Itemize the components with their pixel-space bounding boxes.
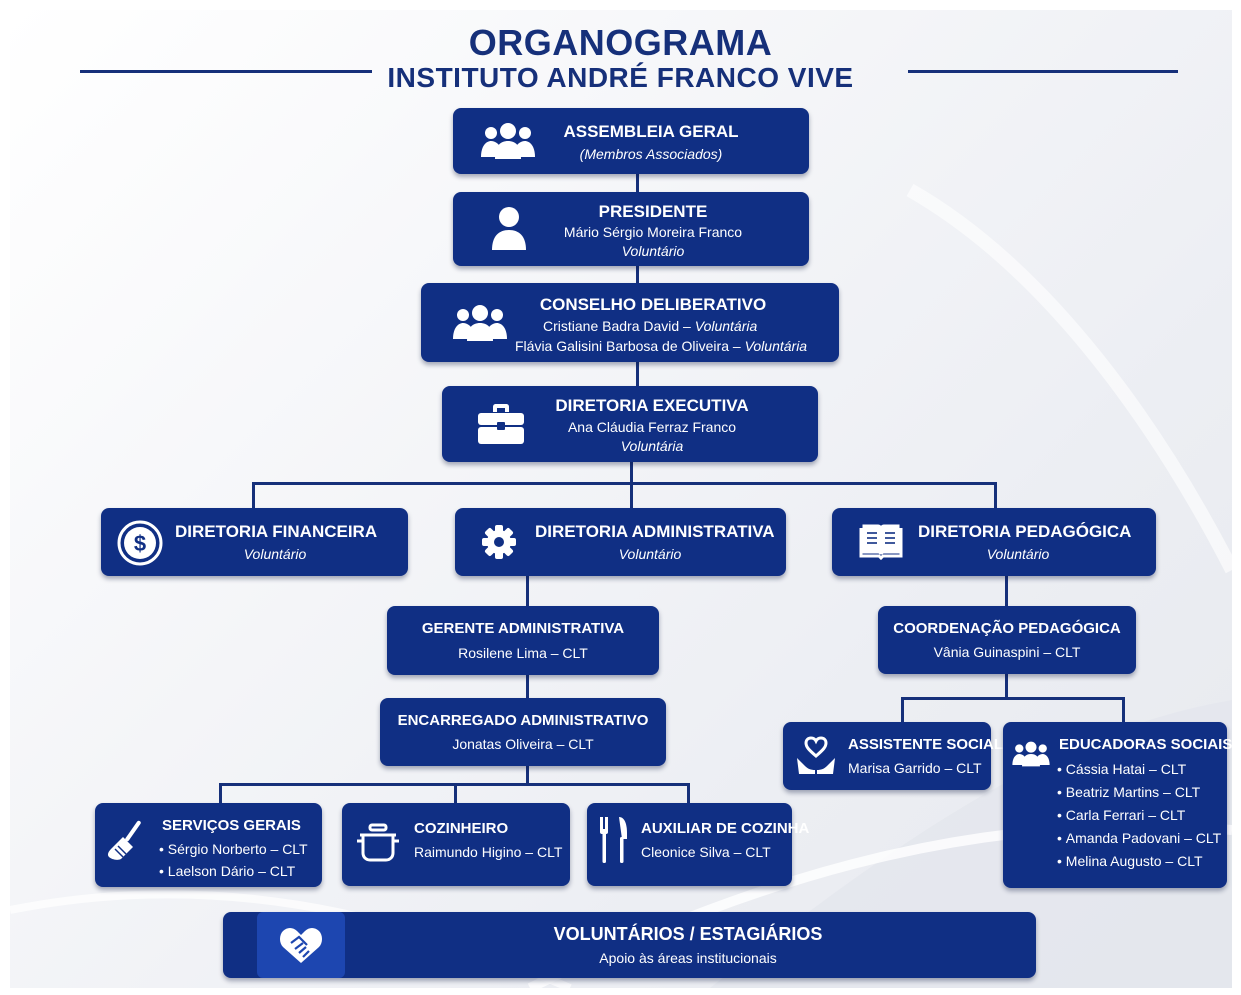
node-title: AUXILIAR DE COZINHA bbox=[641, 820, 810, 837]
member-name: Carla Ferrari – CLT bbox=[1057, 807, 1186, 823]
gear-icon bbox=[481, 524, 517, 560]
node-title: COZINHEIRO bbox=[414, 820, 509, 837]
connector-line bbox=[1005, 575, 1008, 607]
connector-line bbox=[252, 482, 255, 510]
node-name: Mário Sérgio Moreira Franco bbox=[563, 224, 743, 240]
node-role: Voluntário bbox=[618, 546, 682, 562]
node-subtitle: (Membros Associados) bbox=[579, 146, 723, 162]
node-name: Ana Cláudia Ferraz Franco bbox=[567, 419, 737, 435]
connector-line bbox=[630, 482, 633, 510]
connector-line bbox=[454, 783, 457, 805]
node-name: Jonatas Oliveira – CLT bbox=[452, 736, 594, 752]
connector-line bbox=[636, 264, 639, 284]
node-encarregado-administrativo: ENCARREGADO ADMINISTRATIVO Jonatas Olive… bbox=[380, 698, 666, 766]
node-name: Marisa Garrido – CLT bbox=[848, 760, 982, 776]
node-servicos-gerais: SERVIÇOS GERAIS Sérgio Norberto – CLT La… bbox=[95, 803, 322, 887]
node-title: EDUCADORAS SOCIAIS bbox=[1059, 736, 1233, 753]
connector-line bbox=[526, 674, 529, 699]
node-title: SERVIÇOS GERAIS bbox=[162, 817, 301, 834]
connector-line bbox=[1122, 697, 1125, 723]
node-title: COORDENAÇÃO PEDAGÓGICA bbox=[893, 620, 1121, 637]
node-name: Vânia Guinaspini – CLT bbox=[933, 644, 1081, 660]
briefcase-icon bbox=[478, 404, 524, 444]
node-title: DIRETORIA EXECUTIVA bbox=[555, 396, 749, 415]
node-title: CONSELHO DELIBERATIVO bbox=[539, 295, 767, 314]
connector-line bbox=[219, 783, 222, 805]
connector-line bbox=[1005, 674, 1008, 699]
person-icon bbox=[491, 206, 527, 250]
separator: – bbox=[679, 318, 695, 334]
member-name: Sérgio Norberto – CLT bbox=[159, 841, 308, 857]
utensils-icon bbox=[599, 817, 629, 863]
node-subtitle: Apoio às áreas institucionais bbox=[599, 950, 777, 966]
member-role: Voluntária bbox=[694, 318, 758, 334]
node-title: DIRETORIA FINANCEIRA bbox=[175, 522, 378, 541]
connector-line bbox=[636, 360, 639, 386]
member-role: Voluntária bbox=[744, 338, 808, 354]
member-line: Cristiane Badra David – Voluntária bbox=[543, 318, 757, 334]
connector-line bbox=[901, 697, 1125, 700]
connector-line bbox=[526, 575, 529, 607]
page-title: ORGANOGRAMA bbox=[468, 22, 773, 63]
node-diretoria-pedagogica: DIRETORIA PEDAGÓGICA Voluntário bbox=[832, 508, 1156, 576]
node-presidente: PRESIDENTE Mário Sérgio Moreira Franco V… bbox=[453, 192, 809, 266]
connector-line bbox=[526, 765, 529, 785]
dollar-icon: $ bbox=[117, 520, 163, 566]
node-assistente-social: ASSISTENTE SOCIAL Marisa Garrido – CLT bbox=[783, 722, 1003, 790]
node-title: ASSEMBLEIA GERAL bbox=[563, 122, 739, 141]
node-title: VOLUNTÁRIOS / ESTAGIÁRIOS bbox=[553, 924, 823, 944]
node-coordenacao-pedagogica: COORDENAÇÃO PEDAGÓGICA Vânia Guinaspini … bbox=[878, 606, 1136, 674]
member-name: Cássia Hatai – CLT bbox=[1057, 761, 1186, 777]
book-icon bbox=[858, 524, 904, 560]
node-title: GERENTE ADMINISTRATIVA bbox=[421, 620, 625, 637]
node-diretoria-executiva: DIRETORIA EXECUTIVA Ana Cláudia Ferraz F… bbox=[442, 386, 818, 462]
node-assembleia-geral: ASSEMBLEIA GERAL (Membros Associados) bbox=[453, 108, 809, 174]
node-role: Voluntária bbox=[620, 438, 684, 454]
node-title: ENCARREGADO ADMINISTRATIVO bbox=[397, 712, 649, 729]
connector-line bbox=[901, 697, 904, 723]
member-name: Cristiane Badra David bbox=[543, 318, 680, 334]
member-name: Amanda Padovani – CLT bbox=[1057, 830, 1221, 846]
node-name: Cleonice Silva – CLT bbox=[641, 844, 771, 860]
node-role: Voluntário bbox=[986, 546, 1050, 562]
cooking-pot-icon bbox=[356, 823, 400, 863]
node-conselho-deliberativo: CONSELHO DELIBERATIVO Cristiane Badra Da… bbox=[421, 283, 839, 362]
node-title: PRESIDENTE bbox=[598, 202, 708, 221]
member-line: Flávia Galisini Barbosa de Oliveira – Vo… bbox=[515, 338, 807, 354]
node-cozinheiro: COZINHEIRO Raimundo Higino – CLT bbox=[342, 803, 570, 886]
node-auxiliar-cozinha: AUXILIAR DE COZINHA Cleonice Silva – CLT bbox=[587, 803, 809, 886]
member-name: Laelson Dário – CLT bbox=[159, 863, 295, 879]
node-role: Voluntário bbox=[243, 546, 307, 562]
node-name: Rosilene Lima – CLT bbox=[458, 645, 588, 661]
group-icon bbox=[451, 303, 509, 343]
group-icon bbox=[1011, 740, 1051, 768]
node-voluntarios-estagiarios: VOLUNTÁRIOS / ESTAGIÁRIOS Apoio às áreas… bbox=[223, 912, 1036, 978]
node-educadoras-sociais: EDUCADORAS SOCIAIS Cássia Hatai – CLT Be… bbox=[1003, 722, 1232, 888]
heart-hands-icon bbox=[795, 734, 837, 776]
connector-line bbox=[994, 482, 997, 510]
connector-line bbox=[636, 172, 639, 194]
separator: – bbox=[728, 338, 745, 354]
title-rule-right bbox=[908, 70, 1178, 73]
page-subtitle: INSTITUTO ANDRÉ FRANCO VIVE bbox=[387, 62, 854, 93]
title-rule-left bbox=[80, 70, 372, 73]
member-name: Beatriz Martins – CLT bbox=[1057, 784, 1200, 800]
svg-text:$: $ bbox=[134, 531, 146, 556]
group-icon bbox=[479, 121, 537, 161]
node-title: DIRETORIA ADMINISTRATIVA bbox=[535, 522, 775, 541]
node-name: Raimundo Higino – CLT bbox=[414, 844, 563, 860]
node-title: ASSISTENTE SOCIAL bbox=[848, 736, 1004, 753]
broom-icon bbox=[105, 819, 149, 863]
node-title: DIRETORIA PEDAGÓGICA bbox=[918, 522, 1132, 541]
connector-line bbox=[252, 482, 997, 485]
node-diretoria-financeira: $ DIRETORIA FINANCEIRA Voluntário bbox=[101, 508, 408, 576]
handshake-icon bbox=[277, 923, 325, 967]
connector-line bbox=[630, 461, 633, 483]
node-gerente-administrativa: GERENTE ADMINISTRATIVA Rosilene Lima – C… bbox=[387, 606, 659, 675]
node-role: Voluntário bbox=[621, 243, 685, 259]
member-name: Melina Augusto – CLT bbox=[1057, 853, 1203, 869]
connector-line bbox=[687, 783, 690, 805]
member-name: Flávia Galisini Barbosa de Oliveira bbox=[515, 338, 729, 354]
node-diretoria-administrativa: DIRETORIA ADMINISTRATIVA Voluntário bbox=[455, 508, 786, 576]
